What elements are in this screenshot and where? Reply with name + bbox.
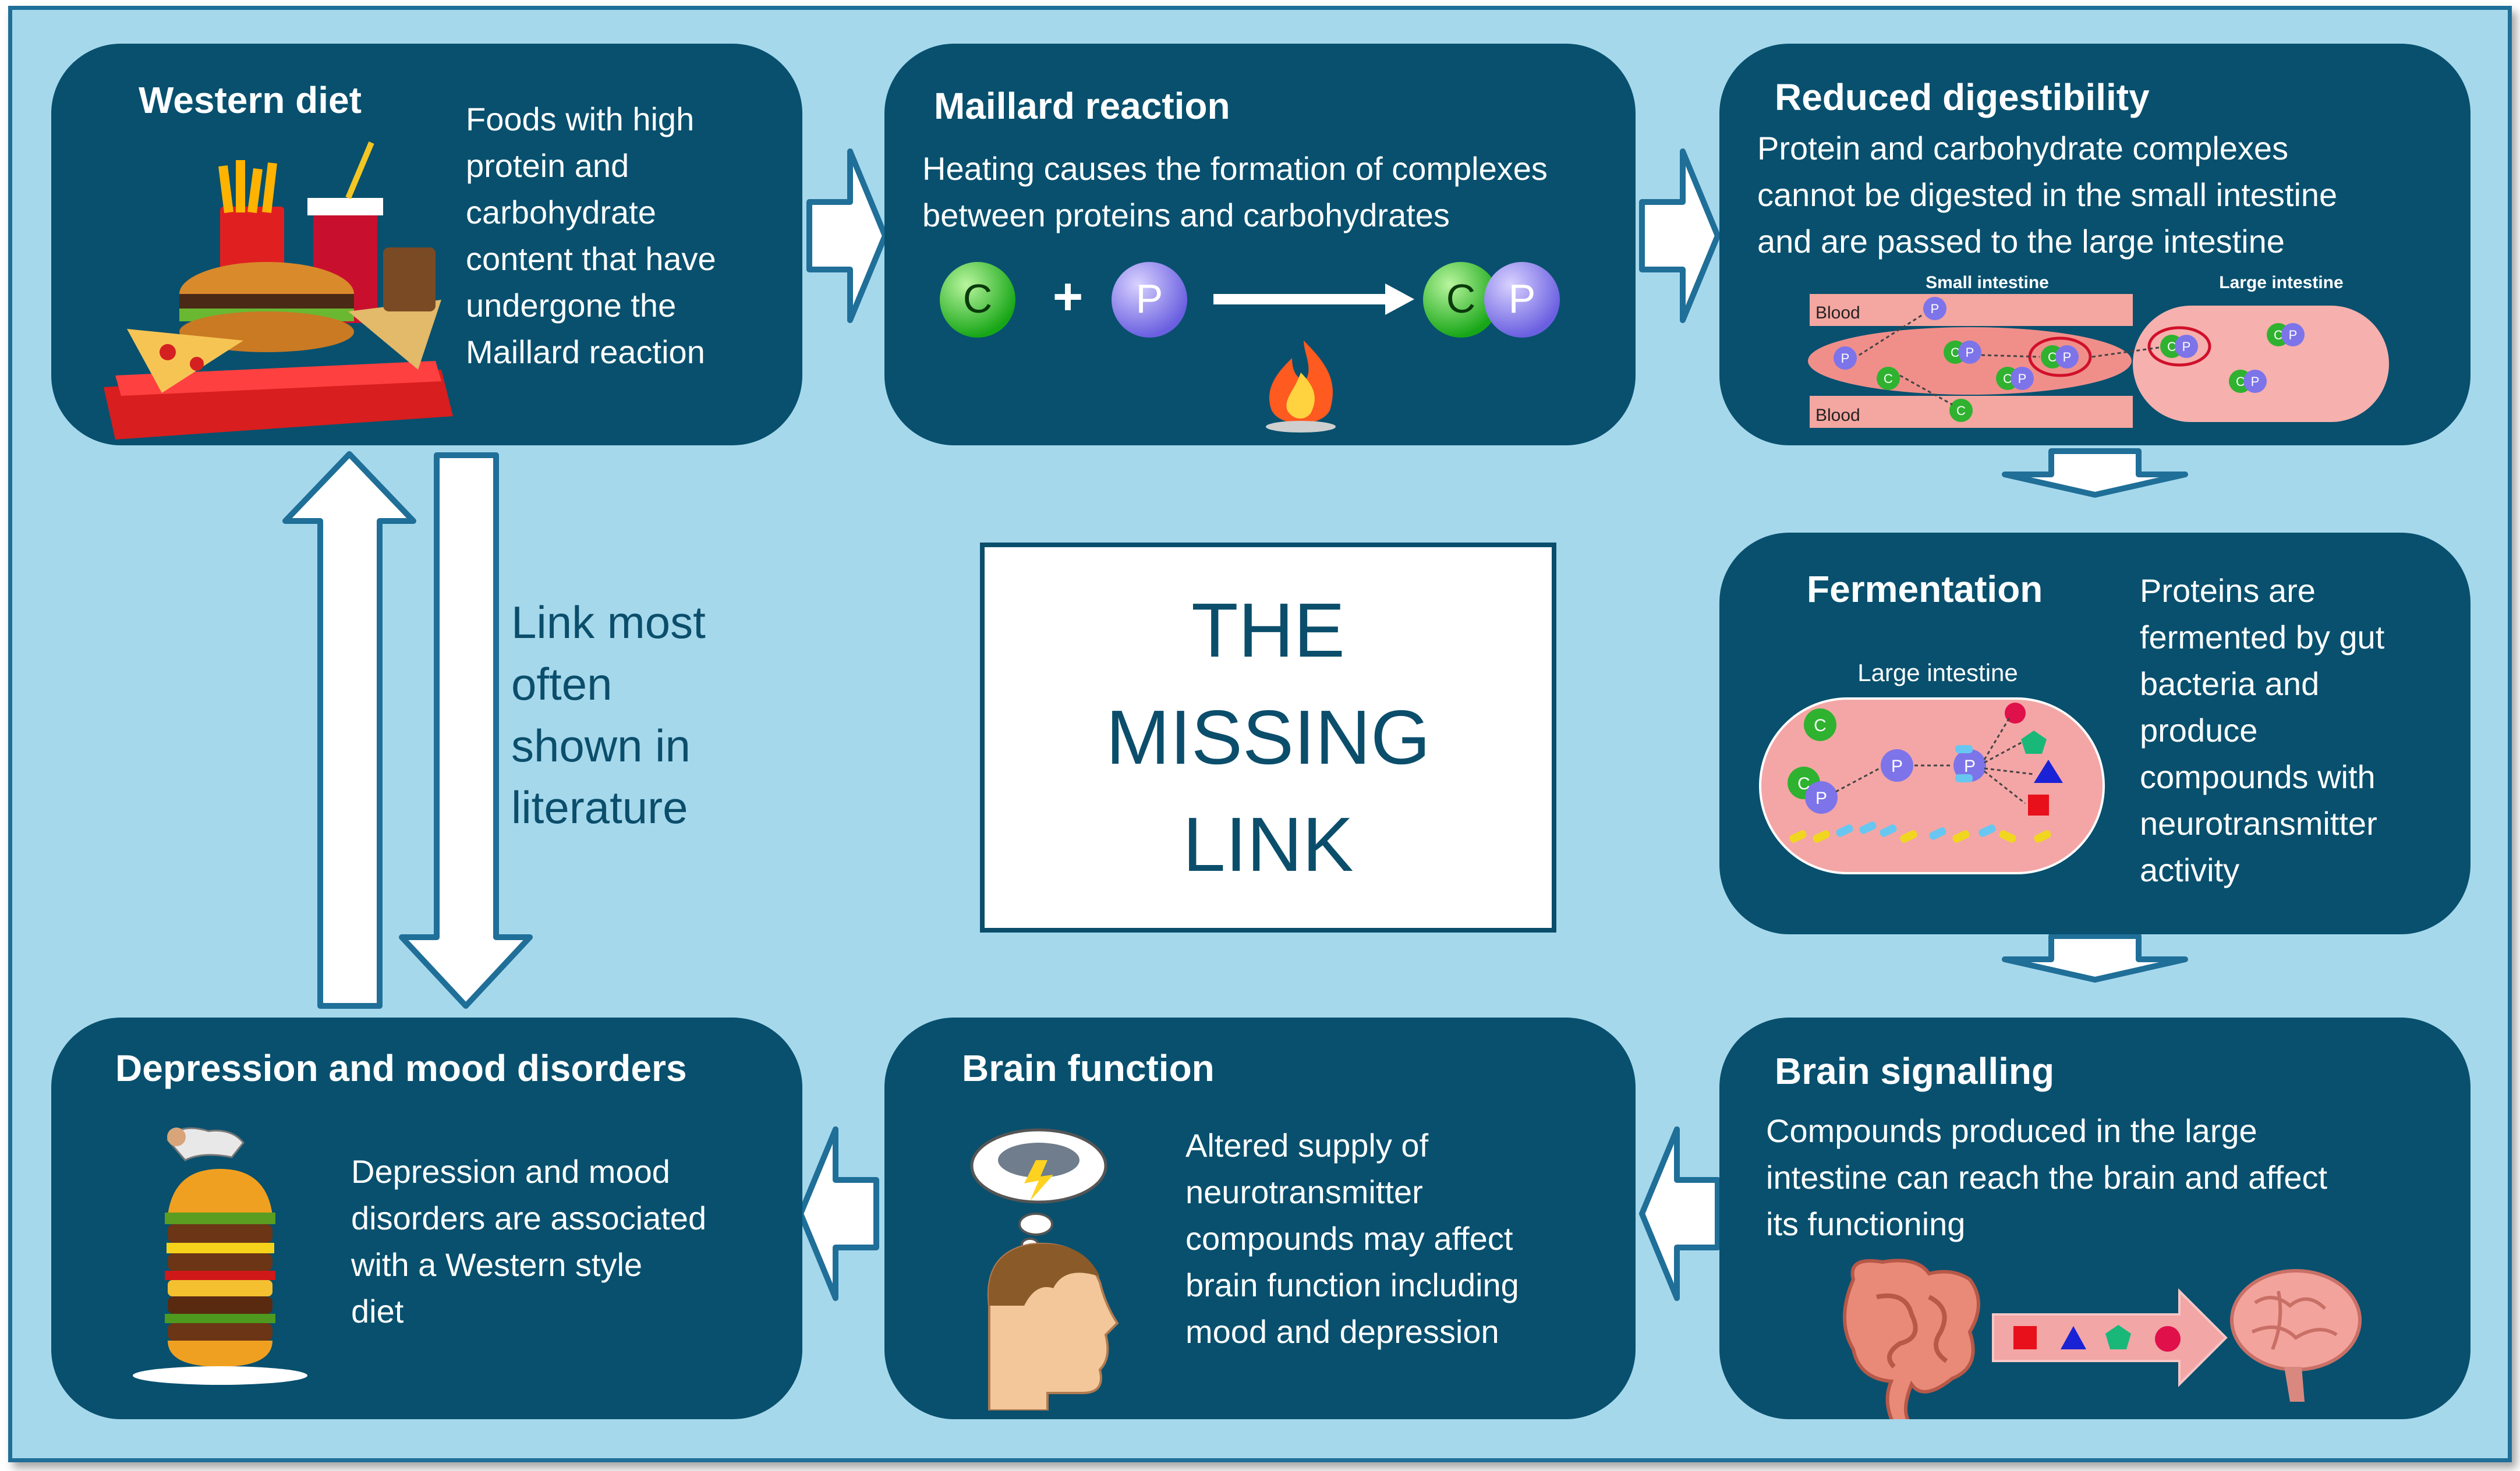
- svg-text:C: C: [2003, 371, 2012, 386]
- intestine-icon: [1843, 1259, 1980, 1419]
- carbohydrate-molecule: [940, 262, 1015, 338]
- card-title: Fermentation: [1807, 568, 2043, 610]
- missing-link-box: THE MISSING LINK: [980, 543, 1556, 933]
- svg-text:P: P: [1931, 302, 1939, 316]
- card-description: Altered supply of neurotransmitter compo…: [1185, 1127, 1519, 1350]
- arrow-brain-function-to-depression: [801, 1129, 876, 1298]
- literature-link-label: Link most often shown in literature: [511, 597, 706, 833]
- svg-text:P: P: [1966, 345, 1974, 360]
- svg-text:P: P: [2063, 350, 2072, 364]
- card-description: Heating causes the formation of complexe…: [922, 150, 1548, 233]
- svg-text:C: C: [2274, 328, 2283, 342]
- card-description: Depression and mood disorders are associ…: [351, 1153, 707, 1330]
- large-intestine-label: Large intestine: [2219, 273, 2343, 292]
- svg-text:P: P: [1841, 351, 1850, 366]
- large-intestine-label: Large intestine: [1857, 659, 2018, 686]
- svg-text:Blood: Blood: [1815, 303, 1860, 322]
- card-brain-signalling: Brain signalling Compounds produced in t…: [1719, 1018, 2471, 1419]
- svg-text:P: P: [1891, 757, 1903, 776]
- svg-text:P: P: [2182, 339, 2191, 354]
- card-title: Reduced digestibility: [1775, 76, 2150, 118]
- card-reduced-digestibility: Reduced digestibility Protein and carboh…: [1719, 44, 2471, 445]
- small-intestine-label: Small intestine: [1926, 273, 2049, 292]
- missing-link-line: THE: [1191, 587, 1345, 673]
- svg-text:P: P: [2018, 371, 2027, 386]
- card-description: Compounds produced in the large intestin…: [1766, 1112, 2328, 1242]
- svg-text:C: C: [1797, 774, 1810, 793]
- arrow-down-link: [399, 452, 533, 1009]
- blood-vessel-top: [1810, 294, 2133, 326]
- svg-text:P: P: [1964, 757, 1976, 776]
- plus-sign: +: [1053, 268, 1084, 326]
- arrow-digestibility-to-fermentation: [2002, 448, 2188, 498]
- complex-carbohydrate: [1423, 262, 1499, 338]
- svg-text:C: C: [1956, 403, 1966, 418]
- svg-text:C: C: [1814, 716, 1827, 735]
- card-maillard-reaction: Maillard reaction Heating causes the for…: [884, 44, 1636, 445]
- card-western-diet: Western diet Foods with high protein and…: [51, 44, 802, 445]
- fire-icon: [1266, 341, 1336, 433]
- card-title: Western diet: [139, 79, 362, 121]
- maillard-equation: C + P C P: [940, 262, 1560, 433]
- protein-label: P: [1136, 276, 1163, 321]
- arrow-fermentation-to-signalling: [2002, 933, 2188, 983]
- card-title: Maillard reaction: [934, 85, 1230, 127]
- svg-text:C: C: [1446, 276, 1476, 321]
- fermentation-illustration: Large intestine C C P P P: [1759, 659, 2105, 874]
- svg-text:P: P: [2289, 328, 2298, 342]
- card-description: Proteins are fermented by gut bacteria a…: [2140, 572, 2385, 888]
- svg-text:C: C: [2167, 339, 2176, 354]
- fast-food-tray-icon: [104, 141, 453, 439]
- svg-text:P: P: [2251, 374, 2260, 389]
- burger-stack-icon: [133, 1127, 307, 1385]
- svg-text:C: C: [1884, 371, 1893, 386]
- head-storm-icon: [970, 1128, 1119, 1410]
- svg-text:C: C: [1951, 345, 1960, 360]
- card-fermentation: Fermentation Proteins are fermented by g…: [1719, 533, 2471, 934]
- card-depression: Depression and mood disorders Depression…: [51, 1018, 802, 1419]
- arrow-signalling-to-brain-function: [1642, 1129, 1718, 1298]
- svg-text:C: C: [2236, 374, 2245, 389]
- arrow-up-link: [282, 451, 416, 1009]
- card-title: Brain function: [962, 1047, 1215, 1089]
- large-intestine-shape: [2133, 306, 2389, 422]
- svg-text:P: P: [1815, 789, 1827, 808]
- brain-icon: [2230, 1269, 2362, 1402]
- arrow-diet-to-maillard: [809, 151, 885, 320]
- card-description: Protein and carbohydrate complexes canno…: [1757, 130, 2338, 260]
- complex-protein: [1484, 262, 1560, 338]
- arrow-maillard-to-digestibility: [1642, 151, 1718, 320]
- carbohydrate-label: C: [963, 276, 993, 321]
- card-description: Foods with high protein and carbohydrate…: [466, 101, 716, 370]
- digestion-illustration: Small intestine Large intestine Blood Bl…: [1808, 273, 2389, 428]
- card-brain-function: Brain function Altered supply of neurotr…: [884, 1018, 1636, 1419]
- card-title: Depression and mood disorders: [115, 1047, 687, 1089]
- protein-molecule: [1112, 262, 1187, 338]
- missing-link-line: LINK: [1183, 802, 1354, 887]
- missing-link-line: MISSING: [1106, 694, 1431, 780]
- card-title: Brain signalling: [1775, 1050, 2055, 1092]
- gut-brain-illustration: [1843, 1259, 2362, 1419]
- svg-text:P: P: [1509, 276, 1536, 321]
- reaction-arrow: [1213, 294, 1388, 304]
- svg-text:Blood: Blood: [1815, 406, 1860, 425]
- svg-text:C: C: [2048, 350, 2057, 364]
